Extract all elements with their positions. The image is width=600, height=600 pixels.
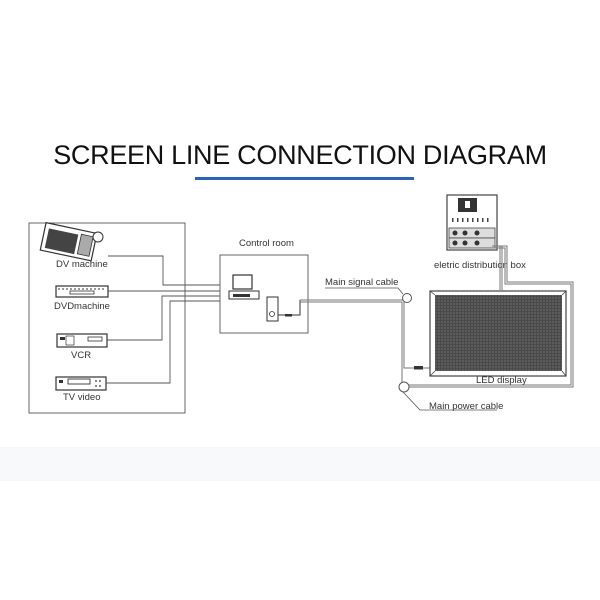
power-cables bbox=[398, 245, 574, 393]
computer-icon bbox=[228, 274, 301, 322]
sources-box bbox=[28, 222, 186, 414]
power-cable-label: Main power cable bbox=[429, 401, 503, 412]
background-band bbox=[0, 447, 600, 481]
diagram-title: SCREEN LINE CONNECTION DIAGRAM bbox=[53, 140, 547, 170]
title-underline bbox=[195, 177, 414, 180]
distribution-box-label: eletric distribution box bbox=[434, 260, 526, 271]
signal-cable-label: Main signal cable bbox=[325, 277, 398, 288]
tv-video-player-icon bbox=[55, 376, 107, 391]
dvd-player-icon bbox=[55, 285, 109, 298]
power-cable-callout bbox=[402, 391, 497, 411]
source-label-dv-machine: DV machine bbox=[56, 259, 108, 270]
led-display-label: LED display bbox=[476, 375, 527, 386]
distribution-box-icon bbox=[446, 194, 498, 251]
camcorder-icon bbox=[39, 221, 104, 262]
vcr-icon bbox=[56, 333, 108, 348]
control-room-box bbox=[219, 254, 309, 334]
signal-cable-callout bbox=[325, 287, 404, 295]
source-cables bbox=[106, 255, 220, 384]
control-room-label: Control room bbox=[239, 238, 294, 249]
source-label-dvd-machine: DVDmachine bbox=[54, 301, 110, 312]
source-label-vcr: VCR bbox=[71, 350, 91, 361]
main-signal-cable bbox=[300, 293, 430, 392]
led-display-screen bbox=[429, 290, 567, 377]
source-label-tv-video: TV video bbox=[63, 392, 101, 403]
